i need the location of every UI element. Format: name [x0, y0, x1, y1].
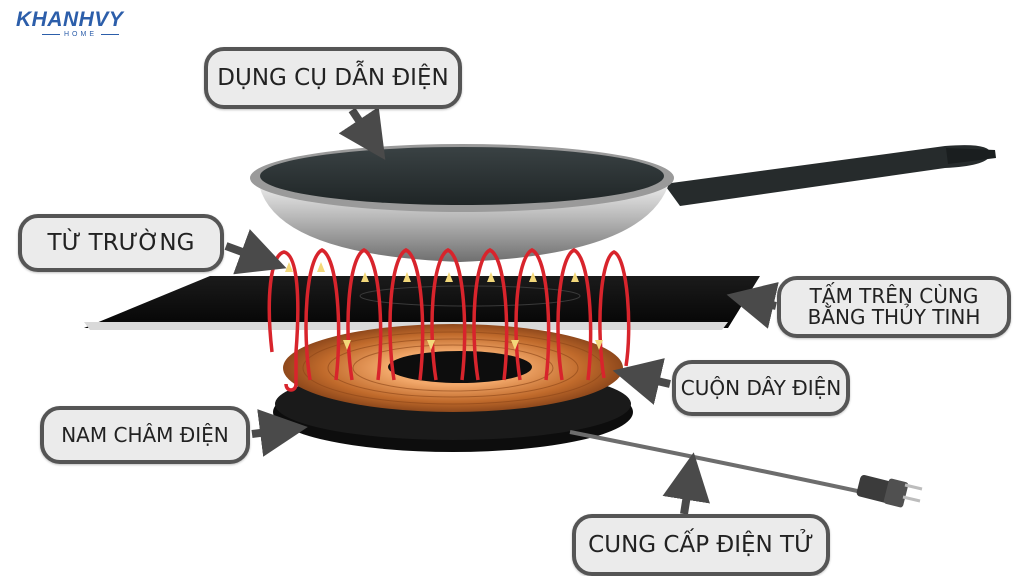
tagline-divider-right — [101, 34, 119, 35]
arrow-cookware — [338, 106, 386, 160]
tagline-divider-left — [42, 34, 60, 35]
pointer-arrows — [224, 106, 779, 515]
label-glass-top-line1: TẤM TRÊN CÙNG — [809, 284, 979, 308]
frying-pan — [250, 144, 996, 262]
power-cord — [569, 430, 923, 508]
label-power-supply: CUNG CẤP ĐIỆN TỬ — [572, 514, 830, 576]
brand-tagline: HOME — [64, 31, 97, 38]
label-cookware-text: DỤNG CỤ DẪN ĐIỆN — [217, 64, 449, 91]
brand-name: KHANHVY — [16, 8, 124, 31]
brand-logo: KHANHVY HOME — [16, 8, 176, 38]
arrow-glass-top — [726, 282, 779, 329]
magnetic-field-lines — [267, 248, 631, 392]
arrow-magnetic-field — [224, 229, 287, 275]
arrow-power-supply — [662, 452, 710, 515]
arrow-electromagnet — [251, 409, 308, 457]
label-glass-top-line2: BẰNG THỦY TINH — [807, 305, 981, 329]
copper-coil — [283, 324, 623, 412]
label-magnetic-field-text: TỪ TRƯỜNG — [47, 229, 195, 256]
label-power-supply-text: CUNG CẤP ĐIỆN TỬ — [588, 531, 814, 558]
label-electromagnet-text: NAM CHÂM ĐIỆN — [61, 422, 229, 447]
label-coil: CUỘN DÂY ĐIỆN — [672, 360, 850, 416]
label-electromagnet: NAM CHÂM ĐIỆN — [40, 406, 250, 464]
arrow-coil — [612, 358, 671, 405]
power-plug — [856, 475, 923, 508]
field-direction-arrows — [285, 262, 603, 350]
label-magnetic-field: TỪ TRƯỜNG — [18, 214, 224, 272]
label-coil-text: CUỘN DÂY ĐIỆN — [680, 375, 842, 400]
label-cookware: DỤNG CỤ DẪN ĐIỆN — [204, 47, 462, 109]
brand-tagline-row: HOME — [16, 31, 176, 38]
label-glass-top: TẤM TRÊN CÙNG BẰNG THỦY TINH — [777, 276, 1011, 338]
